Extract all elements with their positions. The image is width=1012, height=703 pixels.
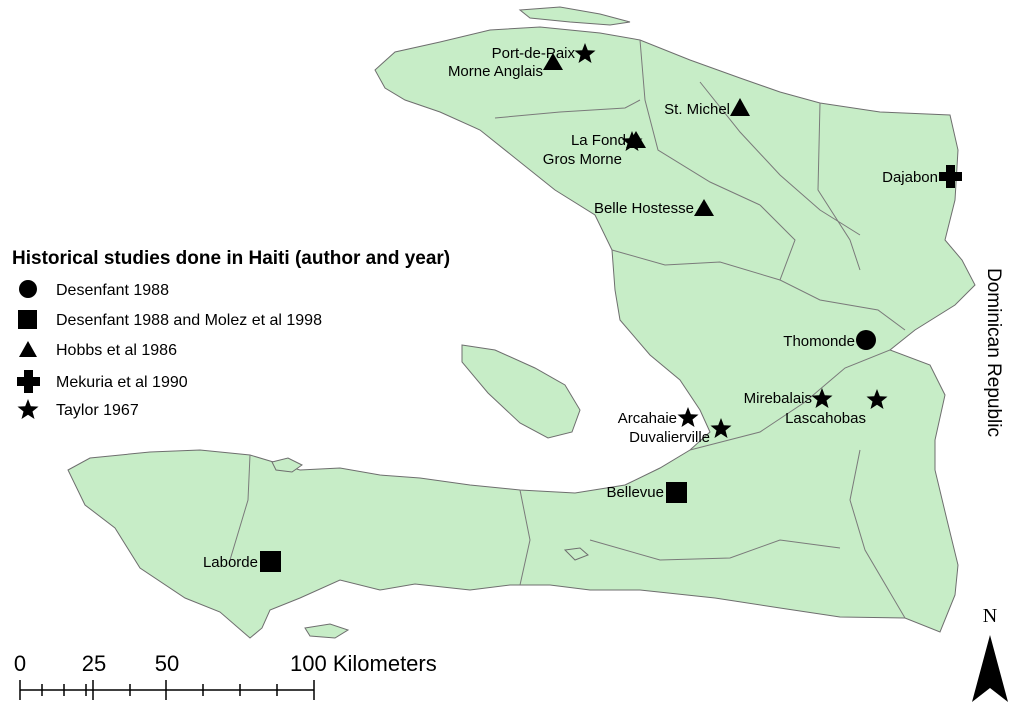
place-label: La Fond	[571, 132, 626, 149]
square-icon	[666, 482, 687, 503]
marker-laborde[interactable]: Laborde	[203, 551, 281, 572]
star-icon	[17, 399, 39, 419]
place-label: St. Michel	[664, 101, 730, 118]
marker-duvalierville[interactable]: Duvalierville	[629, 418, 732, 446]
square-icon	[260, 551, 281, 572]
cross-icon	[939, 165, 962, 188]
marker-thomonde[interactable]: Thomonde	[783, 330, 876, 350]
scale-tick-label: 50	[155, 651, 179, 676]
legend-item-label: Mekuria et al 1990	[56, 374, 188, 391]
marker-belle-hostesse[interactable]: Belle Hostesse	[594, 199, 714, 217]
marker-bellevue[interactable]: Bellevue	[606, 482, 687, 503]
small-island-3	[563, 547, 589, 561]
star-icon	[811, 388, 833, 408]
marker-arcahaie[interactable]: Arcahaie	[618, 407, 699, 427]
legend-title: Historical studies done in Haiti (author…	[12, 248, 450, 269]
scale-tick-label: 0	[14, 651, 26, 676]
north-arrow-icon	[972, 635, 1008, 702]
haiti-mainland	[67, 26, 976, 639]
place-label: Belle Hostesse	[594, 200, 694, 217]
scale-end-label: 100 Kilometers	[290, 651, 437, 676]
gonave-island	[461, 344, 581, 439]
marker-mirebalais[interactable]: Mirebalais	[744, 388, 833, 408]
triangle-icon	[694, 199, 714, 216]
place-label: Thomonde	[783, 333, 855, 350]
marker-lascahobas[interactable]: Lascahobas	[785, 389, 888, 427]
scale-bar	[19, 680, 315, 700]
place-label: Gros Morne	[543, 151, 622, 168]
small-island-1	[271, 457, 303, 473]
legend-item-label: Desenfant 1988	[56, 282, 169, 299]
triangle-icon	[543, 53, 563, 70]
place-label: Lascahobas	[785, 410, 866, 427]
cross-icon	[17, 370, 40, 393]
place-label: Arcahaie	[618, 410, 677, 427]
place-label: Laborde	[203, 554, 258, 571]
circle-icon	[19, 280, 37, 298]
legend: Historical studies done in Haiti (author…	[12, 248, 450, 419]
legend-item-label: Taylor 1967	[56, 402, 139, 419]
circle-icon	[856, 330, 876, 350]
land-area	[67, 6, 976, 639]
neighbor-country-label: Dominican Republic	[983, 268, 1004, 437]
marker-st-michel[interactable]: St. Michel	[664, 98, 750, 118]
tortuga-island	[518, 6, 631, 26]
triangle-icon	[19, 341, 37, 357]
department-boundaries	[229, 39, 906, 619]
marker-gros-morne[interactable]: Gros Morne	[543, 131, 643, 168]
star-icon	[866, 389, 888, 409]
star-icon	[621, 131, 643, 151]
star-icon	[677, 407, 699, 427]
legend-item-label: Hobbs et al 1986	[56, 342, 177, 359]
place-label: Mirebalais	[744, 390, 812, 407]
marker-dajabon[interactable]: Dajabon	[882, 165, 962, 188]
place-label: Port-de-Paix	[492, 45, 576, 62]
scale-tick-label: 25	[82, 651, 106, 676]
north-arrow: N	[972, 605, 1008, 702]
north-label: N	[983, 605, 997, 627]
triangle-icon	[730, 98, 750, 116]
place-label: Dajabon	[882, 169, 938, 186]
small-island-2	[304, 623, 350, 639]
star-icon	[710, 418, 732, 438]
star-icon	[574, 43, 596, 63]
markers: Port-de-Paix Morne Anglais St. Michel La…	[203, 43, 962, 572]
square-icon	[18, 310, 37, 329]
place-label: Duvalierville	[629, 429, 710, 446]
marker-morne-anglais[interactable]: Morne Anglais	[448, 53, 563, 80]
legend-item-label: Desenfant 1988 and Molez et al 1998	[56, 312, 322, 329]
place-label: Bellevue	[606, 484, 664, 501]
place-label: Morne Anglais	[448, 63, 543, 80]
